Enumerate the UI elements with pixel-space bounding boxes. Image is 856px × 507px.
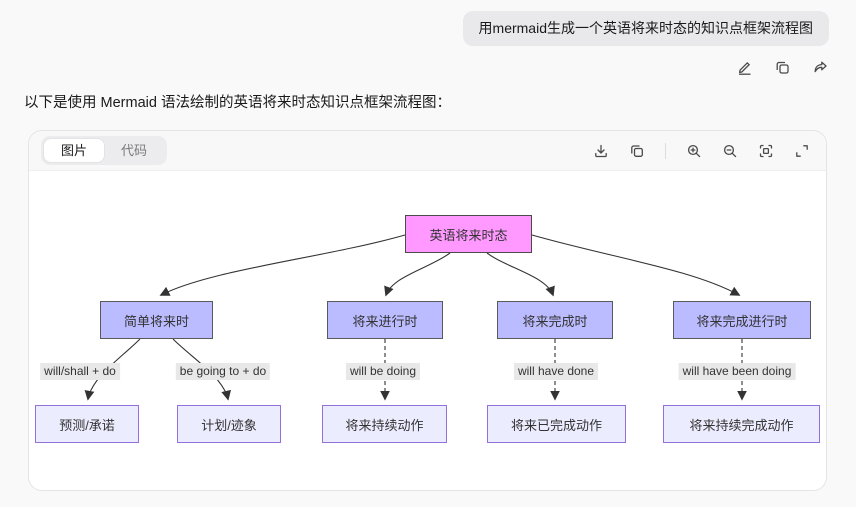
flow-node-future-ongoing-action[interactable]: 将来持续动作 [322,405,447,443]
fit-view-icon[interactable] [758,143,774,159]
view-tabs: 图片 代码 [41,135,168,166]
edge-label-will-be-doing: will be doing [345,363,421,380]
message-actions [736,59,829,76]
toolbar-divider [665,142,666,159]
share-icon[interactable] [812,59,829,76]
mermaid-card: 图片 代码 [28,130,827,491]
flow-node-prediction-promise[interactable]: 预测/承诺 [35,405,139,443]
flow-node-future-continuous-completed-action[interactable]: 将来持续完成动作 [663,405,820,443]
flow-node-future-perfect-continuous[interactable]: 将来完成进行时 [673,301,811,339]
edge-root-l2-4 [531,234,741,296]
diagram-canvas[interactable]: 英语将来时态 简单将来时 将来进行时 将来完成时 将来完成进行时 预测/承诺 计… [29,171,826,490]
copy-icon[interactable] [774,59,791,76]
tab-image[interactable]: 图片 [44,138,105,163]
fullscreen-icon[interactable] [794,143,810,159]
edge-label-will-have-done: will have done [513,363,599,380]
edge-root-l2-1 [159,234,406,296]
copy-diagram-icon[interactable] [629,143,645,159]
edge-root-l2-3 [486,252,555,297]
zoom-out-icon[interactable] [722,143,738,159]
download-icon[interactable] [593,143,609,159]
zoom-in-icon[interactable] [686,143,702,159]
edge-root-l2-2 [384,252,451,297]
flow-node-simple-future[interactable]: 简单将来时 [100,301,213,339]
flow-node-root[interactable]: 英语将来时态 [405,215,532,253]
card-header: 图片 代码 [29,131,826,171]
flow-node-plan-sign[interactable]: 计划/迹象 [177,405,281,443]
edge-label-will-have-been-doing: will have been doing [678,363,796,380]
edit-icon[interactable] [736,59,753,76]
edge-label-will-shall-do: will/shall + do [40,363,120,380]
tab-code[interactable]: 代码 [121,142,148,158]
edge-label-be-going-to-do: be going to + do [175,363,271,380]
diagram-toolbar [593,142,810,159]
flow-node-future-perfect[interactable]: 将来完成时 [497,301,613,339]
user-message-bubble: 用mermaid生成一个英语将来时态的知识点框架流程图 [462,11,829,46]
assistant-intro-text: 以下是使用 Mermaid 语法绘制的英语将来时态知识点框架流程图： [24,95,451,111]
flow-node-future-completed-action[interactable]: 将来已完成动作 [487,405,626,443]
flow-node-future-continuous[interactable]: 将来进行时 [327,301,443,339]
